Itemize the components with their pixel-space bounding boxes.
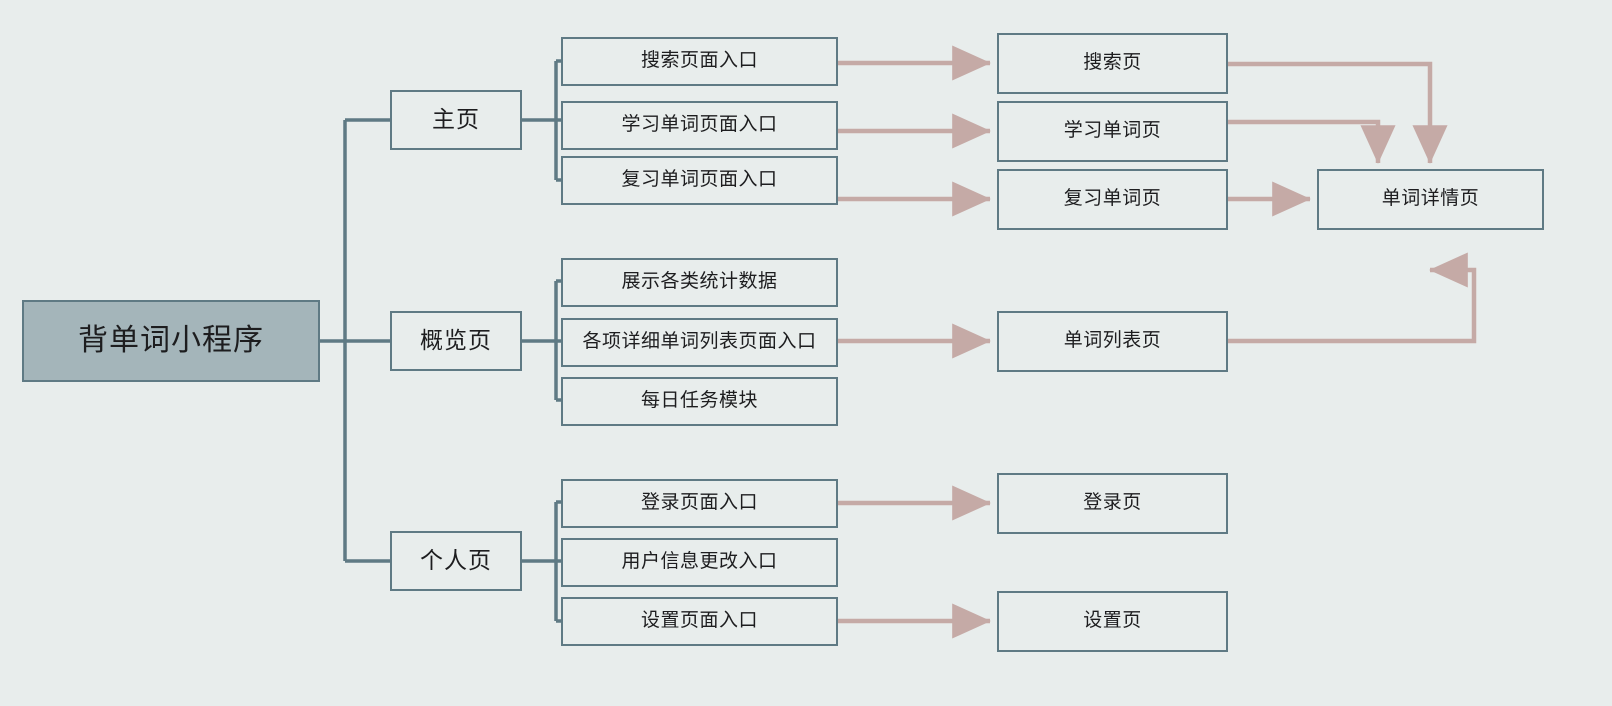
page-node-review[interactable]: 复习单词页 bbox=[997, 169, 1228, 230]
leaf-node-study-entry[interactable]: 学习单词页面入口 bbox=[561, 101, 838, 150]
root-node[interactable]: 背单词小程序 bbox=[22, 300, 320, 382]
leaf-node-wordlist-entry[interactable]: 各项详细单词列表页面入口 bbox=[561, 318, 838, 367]
branch-node-home[interactable]: 主页 bbox=[390, 90, 522, 150]
leaf-node-search-entry[interactable]: 搜索页面入口 bbox=[561, 37, 838, 86]
page-node-word-detail[interactable]: 单词详情页 bbox=[1317, 169, 1544, 230]
page-node-settings[interactable]: 设置页 bbox=[997, 591, 1228, 652]
page-node-wordlist[interactable]: 单词列表页 bbox=[997, 311, 1228, 372]
leaf-node-statistics[interactable]: 展示各类统计数据 bbox=[561, 258, 838, 307]
page-node-study[interactable]: 学习单词页 bbox=[997, 101, 1228, 162]
branch-node-overview[interactable]: 概览页 bbox=[390, 311, 522, 371]
leaf-node-daily-task[interactable]: 每日任务模块 bbox=[561, 377, 838, 426]
page-node-search[interactable]: 搜索页 bbox=[997, 33, 1228, 94]
leaf-node-login-entry[interactable]: 登录页面入口 bbox=[561, 479, 838, 528]
leaf-node-review-entry[interactable]: 复习单词页面入口 bbox=[561, 156, 838, 205]
page-node-login[interactable]: 登录页 bbox=[997, 473, 1228, 534]
leaf-node-settings-entry[interactable]: 设置页面入口 bbox=[561, 597, 838, 646]
leaf-node-userinfo-entry[interactable]: 用户信息更改入口 bbox=[561, 538, 838, 587]
branch-node-profile[interactable]: 个人页 bbox=[390, 531, 522, 591]
